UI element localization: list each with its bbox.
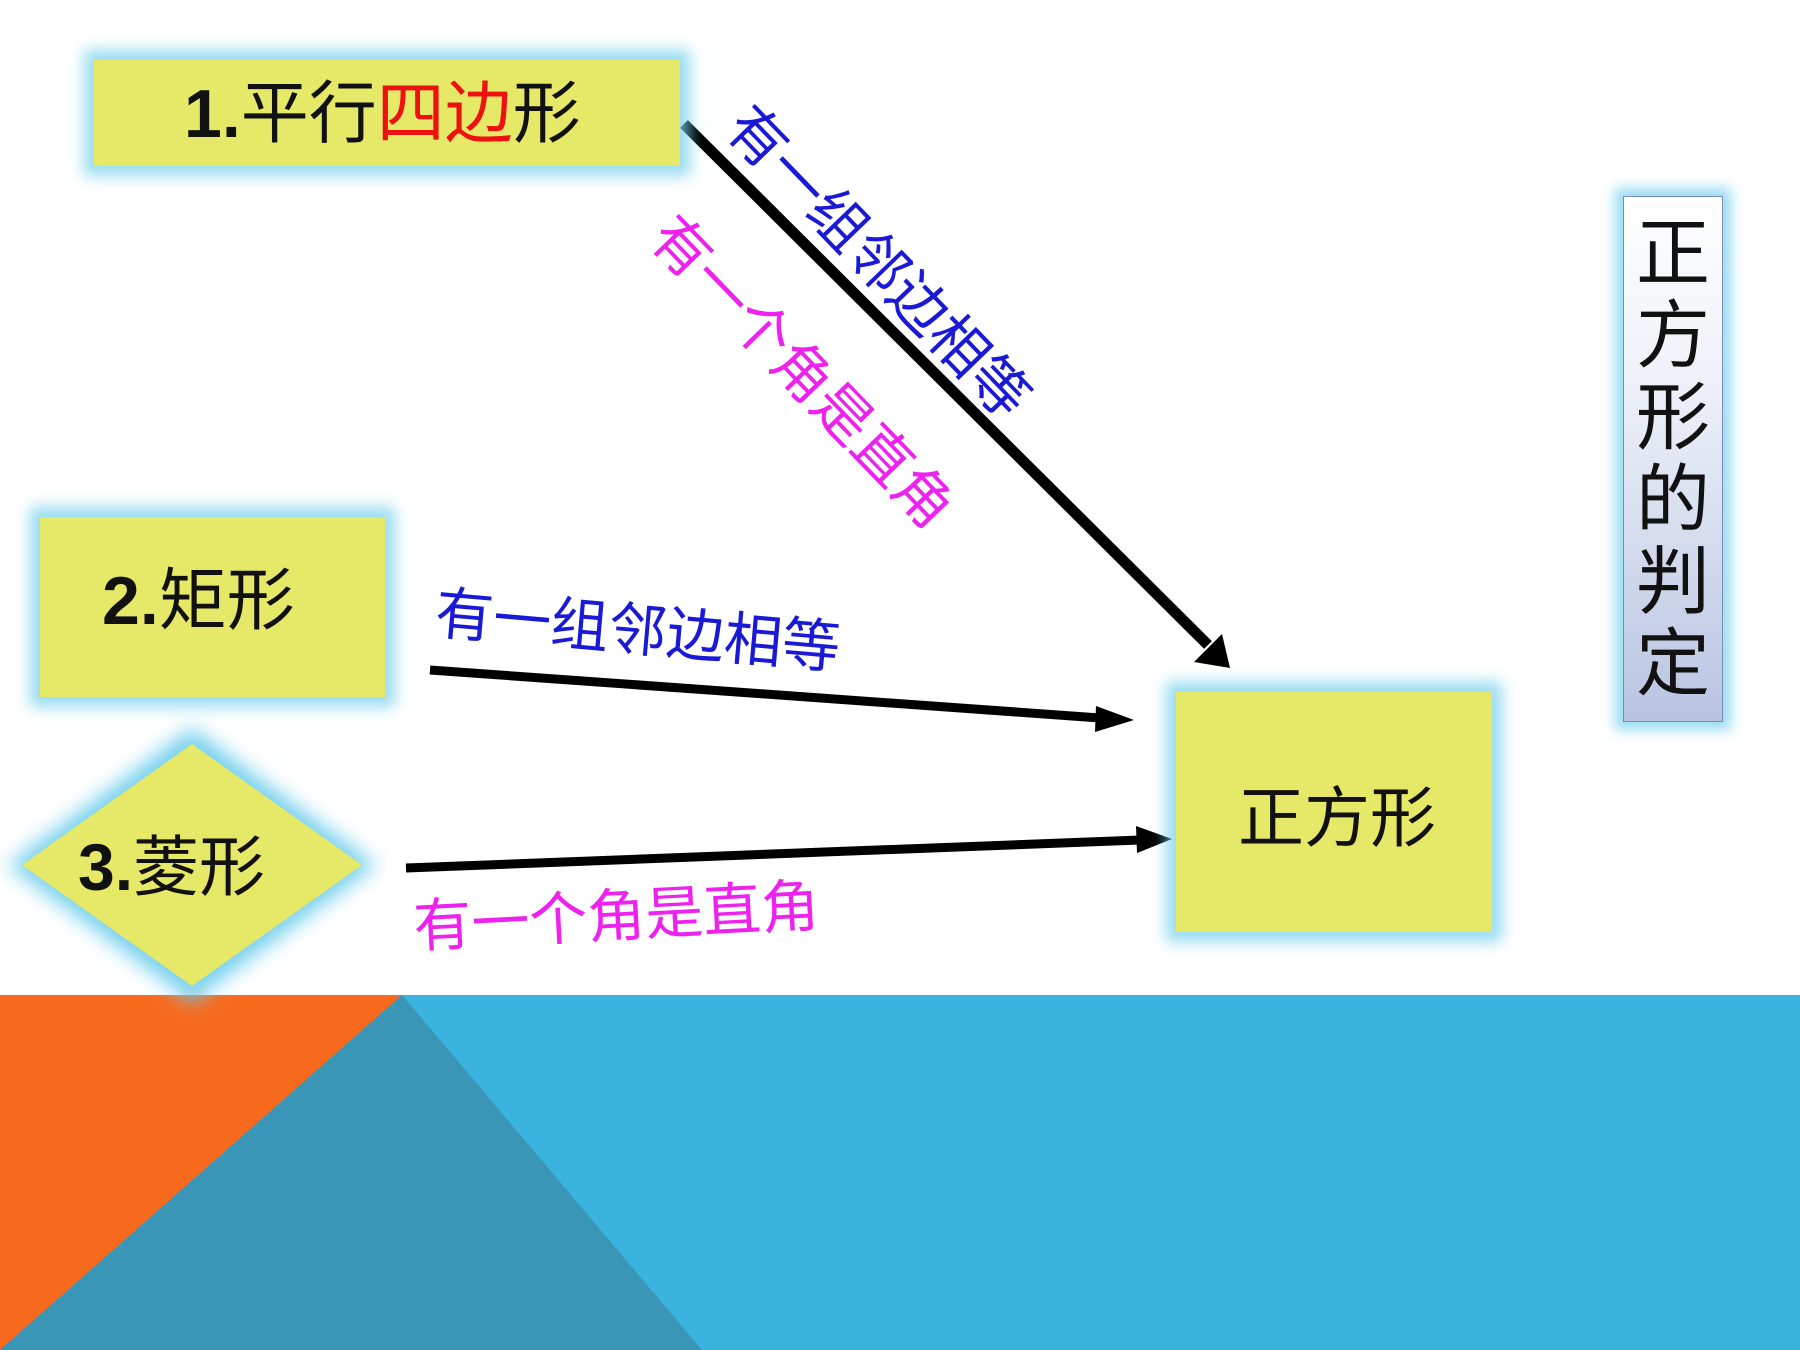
rhombus-label: 3.菱形 [78, 834, 265, 901]
parallelogram-number: 1. [184, 76, 241, 152]
square-box: 正方形 [1176, 692, 1492, 932]
title-box: 正方形的判定 [1623, 196, 1723, 722]
rhombus-number: 3. [78, 830, 134, 904]
parallelogram-text-start: 平行 [240, 75, 377, 154]
parallelogram-label: 1.平行四边形 [184, 80, 581, 149]
rectangle-text: 矩形 [158, 562, 295, 641]
square-label: 正方形 [1238, 780, 1436, 857]
rhombus-text: 菱形 [133, 829, 266, 906]
rhombus-shape [22, 744, 362, 986]
parallelogram-text-highlight: 四边 [376, 75, 513, 154]
arrow-rectangle-to-square [429, 665, 1101, 723]
rectangle-label: 2.矩形 [102, 567, 295, 636]
rectangle-box: 2.矩形 [40, 517, 385, 697]
arrowhead-1 [1194, 634, 1230, 668]
arrow-parallelogram-to-square [680, 120, 1212, 649]
arrowhead-2 [1095, 706, 1134, 732]
title-text: 正方形的判定 [1636, 211, 1710, 707]
parallelogram-box: 1.平行四边形 [94, 60, 680, 166]
dark-triangle [0, 995, 702, 1350]
parallelogram-text-end: 形 [512, 75, 581, 154]
arrow-rhombus-to-square [405, 835, 1141, 873]
arrowhead-3 [1136, 826, 1172, 853]
rectangle-number: 2. [102, 563, 159, 639]
